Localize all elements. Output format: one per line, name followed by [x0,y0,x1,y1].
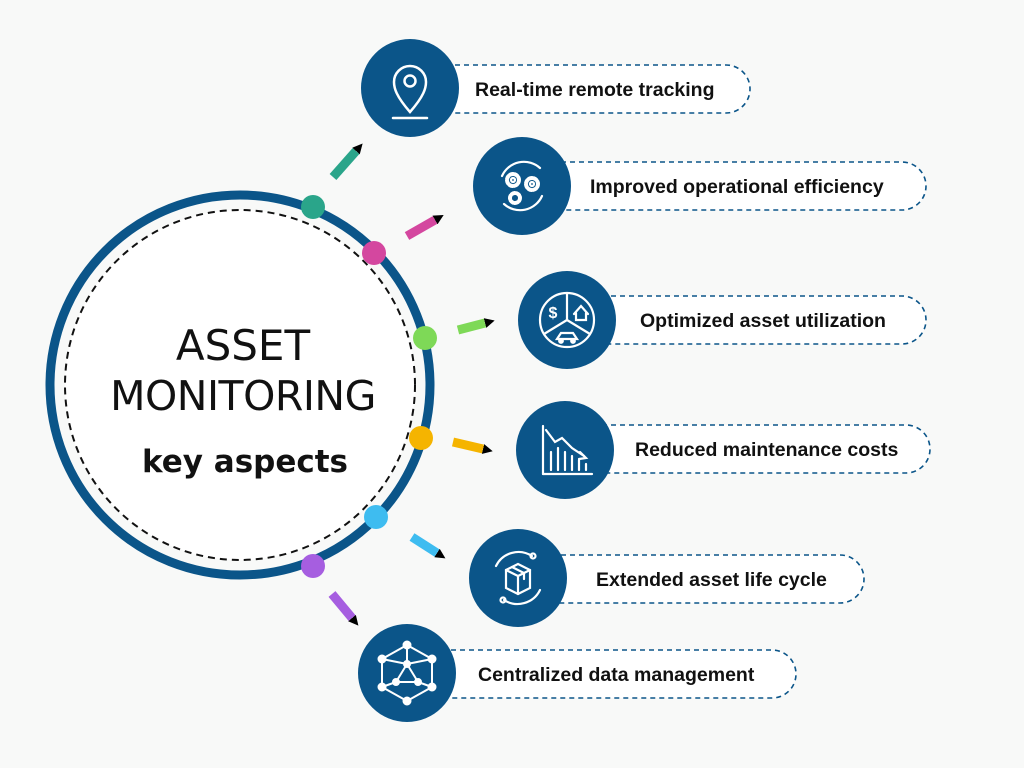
aspect-label-utilization: Optimized asset utilization [640,310,886,332]
connector-0 [301,143,363,219]
aspect-item-tracking: Real-time remote tracking [361,39,751,137]
aspect-label-tracking: Real-time remote tracking [475,79,715,101]
connector-5 [301,554,359,626]
connector-arrow-0 [329,143,363,180]
connector-dot-0 [301,195,325,219]
central-title-line1: ASSET [176,321,311,370]
connector-arrow-2 [456,318,495,335]
declining-chart-icon [541,424,594,476]
box-cycle-icon [494,550,542,606]
connector-1 [362,215,444,265]
connector-arrow-4 [409,533,446,559]
asset-pie-icon: $ [538,291,596,349]
connector-dot-5 [301,554,325,578]
connector-3 [409,426,493,454]
data-network-icon [377,640,437,706]
aspect-item-efficiency: Improved operational efficiency [473,137,927,235]
aspect-item-data: Centralized data management [358,624,797,722]
connector-arrow-3 [451,437,493,454]
connector-dot-4 [364,505,388,529]
aspect-label-costs: Reduced maintenance costs [635,439,898,461]
aspect-item-utilization: Optimized asset utilization $ [518,271,927,369]
central-title-line2: MONITORING [110,372,376,420]
connector-dot-1 [362,241,386,265]
connector-dot-3 [409,426,433,450]
central-subtitle: key aspects [142,444,348,480]
svg-text:$: $ [549,305,558,322]
connector-arrow-5 [328,591,359,626]
aspect-item-costs: Reduced maintenance costs [516,401,931,499]
connector-2 [413,318,495,350]
aspect-label-data: Centralized data management [478,664,755,686]
gears-cycle-icon [500,160,544,212]
central-circle: ASSET MONITORING key aspects [45,190,435,580]
connector-arrow-1 [404,215,444,240]
connector-4 [364,505,446,559]
aspect-item-lifecycle: Extended asset life cycle [469,529,865,627]
connector-dot-2 [413,326,437,350]
aspect-label-efficiency: Improved operational efficiency [590,176,884,198]
aspect-label-lifecycle: Extended asset life cycle [596,569,827,591]
location-pin-icon [391,64,429,120]
